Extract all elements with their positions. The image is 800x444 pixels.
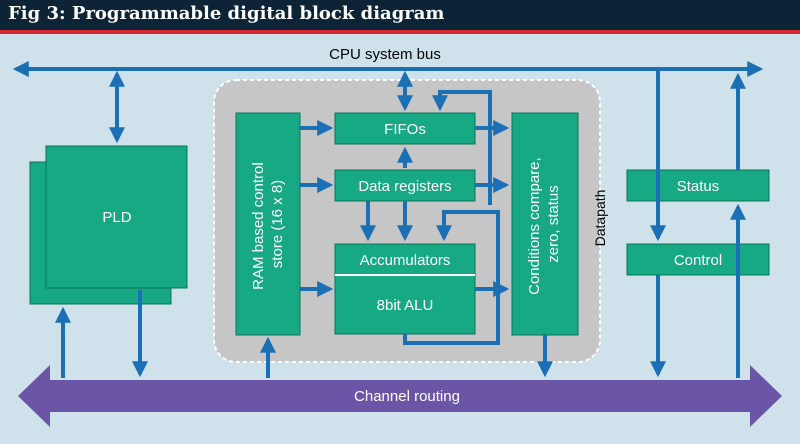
control-block bbox=[626, 243, 770, 276]
title-bar: Fig 3: Programmable digital block diagra… bbox=[0, 0, 800, 34]
control-label: Control bbox=[674, 252, 722, 269]
ram-label-line2: store (16 x 8) bbox=[269, 180, 286, 268]
fifos-label: FIFOs bbox=[384, 121, 426, 138]
datapath-label: Datapath bbox=[592, 190, 608, 247]
alu-label: 8bit ALU bbox=[377, 297, 434, 314]
status-label: Status bbox=[677, 178, 720, 195]
ram-control-store-block bbox=[235, 112, 301, 336]
conditions-label-line2: zero, status bbox=[545, 185, 562, 263]
pld-block bbox=[45, 145, 188, 289]
status-block bbox=[626, 169, 770, 202]
conditions-label-line1: Conditions compare, bbox=[526, 157, 543, 295]
accumulators-alu-block bbox=[334, 243, 476, 335]
ram-label-line1: RAM based control bbox=[250, 162, 267, 290]
figure-title: Fig 3: Programmable digital block diagra… bbox=[8, 3, 445, 24]
channel-routing-bus bbox=[18, 365, 782, 427]
alu-output-loop bbox=[403, 212, 500, 345]
accumulators-label: Accumulators bbox=[360, 252, 451, 269]
fifos-block bbox=[334, 112, 476, 145]
conditions-block bbox=[511, 112, 579, 336]
cpu-system-bus-label: CPU system bus bbox=[329, 46, 441, 63]
conditions-label: Conditions compare, zero, status bbox=[526, 153, 562, 295]
arrow-feedback-fifos bbox=[432, 90, 492, 205]
channel-routing-label: Channel routing bbox=[354, 388, 460, 405]
ram-control-store-label: RAM based control store (16 x 8) bbox=[250, 158, 286, 290]
pld-label: PLD bbox=[102, 209, 131, 226]
data-registers-label: Data registers bbox=[358, 178, 451, 195]
